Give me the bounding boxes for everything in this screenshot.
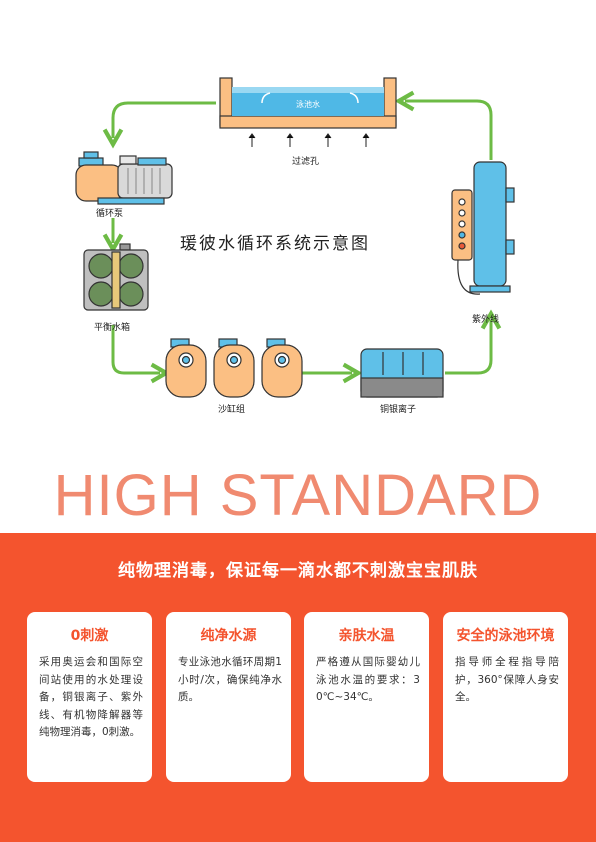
uv-label: 紫外线 [472, 315, 500, 325]
pool-water-label: 泳池水 [296, 100, 320, 109]
feature-card: 纯净水源 专业泳池水循环周期1小时/次，确保纯净水质。 [166, 612, 291, 782]
uv-sterilizer [451, 161, 515, 295]
water-cycle-diagram: 泳池水 过滤孔 循环泵 平衡水箱 沙缸组 铜银离子 紫外线 瑗彼水循环系统示意图 [75, 77, 515, 415]
section-headline: 纯物理消毒，保证每一滴水都不刺激宝宝肌肤 [118, 561, 478, 581]
pool [219, 77, 397, 147]
card-body: 严格遵从国际婴幼儿泳池水温的要求：30℃~34℃。 [316, 656, 420, 703]
card-title: 纯净水源 [200, 628, 257, 644]
card-title: 安全的泳池环境 [456, 628, 555, 644]
filter-holes-label: 过滤孔 [292, 157, 320, 167]
feature-card: 安全的泳池环境 指导师全程指导陪护，360°保障人身安全。 [443, 612, 568, 782]
balance-tank-label: 平衡水箱 [94, 323, 131, 333]
card-body: 专业泳池水循环周期1小时/次，确保纯净水质。 [178, 656, 282, 703]
arrow-copper-to-uv [445, 320, 491, 375]
balance-tank [83, 243, 149, 311]
filter-hole-arrows [248, 133, 370, 147]
flow-arrows [113, 101, 491, 373]
high-standard-banner: HIGH STANDARD [53, 463, 543, 528]
pump-label: 循环泵 [96, 209, 124, 219]
diagram-title: 瑗彼水循环系统示意图 [180, 234, 370, 254]
copper-silver-label: 铜银离子 [380, 405, 417, 415]
card-body: 指导师全程指导陪护，360°保障人身安全。 [455, 656, 559, 703]
arrow-uv-to-pool [405, 101, 493, 160]
copper-silver-ion-unit [360, 348, 444, 398]
card-title: 0刺激 [70, 628, 109, 644]
diagram-canvas [75, 77, 515, 398]
feature-card: 亲肤水温 严格遵从国际婴幼儿泳池水温的要求：30℃~34℃。 [304, 612, 429, 782]
card-title: 亲肤水温 [338, 628, 395, 644]
arrow-pool-to-pump [113, 101, 216, 138]
sand-tank-label: 沙缸组 [218, 405, 246, 415]
circulation-pump [75, 151, 173, 205]
feature-card: 0刺激 采用奥运会和国际空间站使用的水处理设备，铜银离子、紫外线、有机物降解器等… [27, 612, 152, 782]
sand-tank-group [165, 338, 303, 398]
arrow-tank-to-sand [111, 325, 160, 373]
card-body: 采用奥运会和国际空间站使用的水处理设备，铜银离子、紫外线、有机物降解器等纯物理消… [39, 656, 143, 738]
